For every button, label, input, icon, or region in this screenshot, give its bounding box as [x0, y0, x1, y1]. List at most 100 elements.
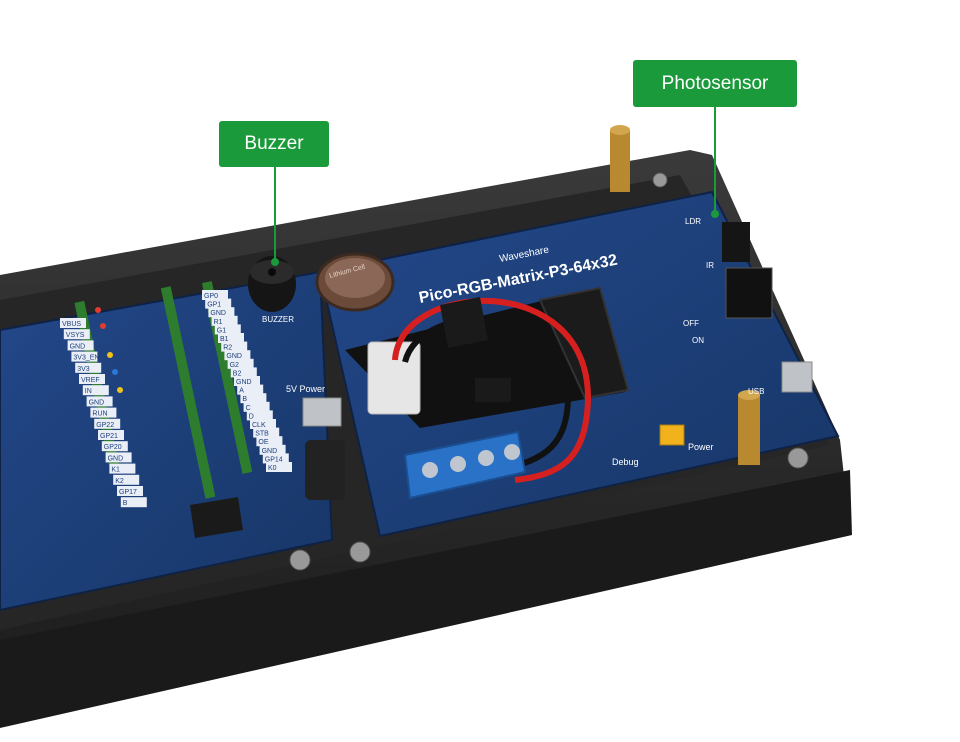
- standoff-top: [610, 130, 630, 192]
- pico-pin-label: IN: [85, 388, 92, 395]
- inductor: [305, 440, 345, 500]
- wire-black: [402, 316, 572, 475]
- pico-pin-label-bg: [120, 497, 147, 508]
- pico-pin-label: 3V3_EN: [73, 355, 99, 362]
- pico-pin-label-bg: [79, 374, 105, 384]
- pin-label: B: [242, 396, 247, 403]
- pin-label-bg: [266, 462, 292, 472]
- pin-label: GP0: [204, 293, 218, 300]
- pin-label-bg: [214, 324, 241, 335]
- label-off: OFF: [683, 319, 699, 328]
- pin-label: D: [249, 413, 254, 420]
- photosensor-leader-dot: [711, 210, 719, 218]
- label-debug: Debug: [612, 457, 639, 467]
- pin-label: R1: [214, 319, 223, 326]
- pin-label-bg: [224, 350, 251, 361]
- pin-label: GND: [262, 448, 278, 455]
- pico-pin-label: K2: [115, 478, 124, 485]
- screw-3: [787, 447, 809, 469]
- pico-pin-label: GP17: [119, 489, 137, 496]
- pico-pin-label: VBUS: [62, 321, 81, 328]
- pico-pin-label-bg: [75, 362, 102, 373]
- screw-4: [652, 172, 668, 188]
- pin-label-bg: [208, 307, 235, 318]
- pin-label-bg: [202, 290, 228, 300]
- pico-pin-label-bg: [60, 318, 86, 328]
- pico-pin-label-bg: [90, 407, 117, 418]
- pin-label-bg: [259, 444, 286, 455]
- pin-label-bg: [256, 436, 283, 447]
- pico-pin-label: B: [123, 500, 128, 507]
- pico-pin-label-bg: [117, 486, 143, 496]
- pico-pin-label: 3V3: [77, 366, 90, 373]
- usb-connector: [781, 361, 813, 393]
- idc-connector: [538, 286, 630, 400]
- pico-pin-label-bg: [82, 385, 109, 396]
- pin-label-bg: [218, 333, 244, 343]
- pin-label: CLK: [252, 422, 266, 429]
- label-power: Power: [688, 442, 714, 452]
- pico-pin-label-bg: [109, 463, 136, 474]
- wire-red: [392, 297, 592, 483]
- pin-label-bg: [243, 401, 270, 412]
- pico-pin-label: VSYS: [66, 332, 85, 339]
- pico-pin-label-bg: [71, 351, 98, 362]
- pin-label: K0: [268, 465, 277, 472]
- pico-pin-label-bg: [98, 430, 124, 440]
- pico-pin-label: GND: [70, 343, 86, 350]
- pico-pin-label-bg: [113, 474, 140, 485]
- photosensor-callout: Photosensor: [633, 60, 797, 107]
- panel-frame-side: [0, 470, 852, 728]
- jumper: [659, 424, 685, 446]
- pico-pin-label: GND: [89, 399, 105, 406]
- pin-label-bg: [237, 384, 264, 395]
- label-5v-power: 5V Power: [286, 384, 325, 394]
- buzzer-callout: Buzzer: [219, 121, 329, 167]
- label-buzzer: BUZZER: [262, 315, 294, 324]
- pin-label-bg: [253, 427, 280, 438]
- pin-label: A: [239, 388, 244, 395]
- label-on: ON: [692, 336, 704, 345]
- pico-pin-label-bg: [105, 452, 132, 463]
- pin-label: C: [246, 405, 251, 412]
- pin-label: G1: [217, 327, 226, 334]
- pin-label: GND: [210, 310, 226, 317]
- pico-pin-label: RUN: [92, 411, 107, 418]
- pin-label: GP14: [265, 456, 283, 463]
- pin-label: R2: [223, 345, 232, 352]
- ic-chip-1: [440, 297, 488, 348]
- pin-label-bg: [234, 376, 260, 386]
- pin-label-bg: [262, 453, 289, 464]
- pin-label-bg: [240, 393, 267, 404]
- screw-1: [349, 541, 371, 563]
- label-usb: USB: [748, 387, 764, 396]
- pin-label-bg: [221, 341, 248, 352]
- pico-pin-label: GP20: [104, 444, 122, 451]
- pico-pin-label-bg: [86, 396, 113, 407]
- pico-pin-label-bg: [63, 329, 90, 340]
- photosensor-leader-line: [714, 107, 716, 212]
- pin-label-bg: [205, 298, 232, 309]
- label-ldr: LDR: [685, 217, 701, 226]
- pin-label: GND: [226, 353, 242, 360]
- pico-pin-label: K1: [111, 467, 120, 474]
- standoff-right: [738, 395, 760, 465]
- pico-pin-label-bg: [94, 418, 121, 429]
- buzzer-leader-dot: [271, 258, 279, 266]
- buzzer-leader-line: [274, 167, 276, 262]
- pin-label: G2: [230, 362, 239, 369]
- pin-label: B2: [233, 370, 242, 377]
- pin-label: GP1: [207, 302, 221, 309]
- screw-2: [289, 549, 311, 571]
- pin-label-column: GP0GP1GNDR1G1B1R2GNDG2B2GNDABCDCLKSTBOEG…: [202, 290, 292, 472]
- pico-pin-label: GP21: [100, 433, 118, 440]
- usb-5v-connector: [302, 397, 342, 427]
- pin-label: B1: [220, 336, 229, 343]
- pin-label: GND: [236, 379, 252, 386]
- pin-label: STB: [255, 431, 269, 438]
- pico-pin-label: GP22: [96, 422, 114, 429]
- pico-pin-label: VREF: [81, 377, 100, 384]
- pin-label-bg: [250, 419, 276, 429]
